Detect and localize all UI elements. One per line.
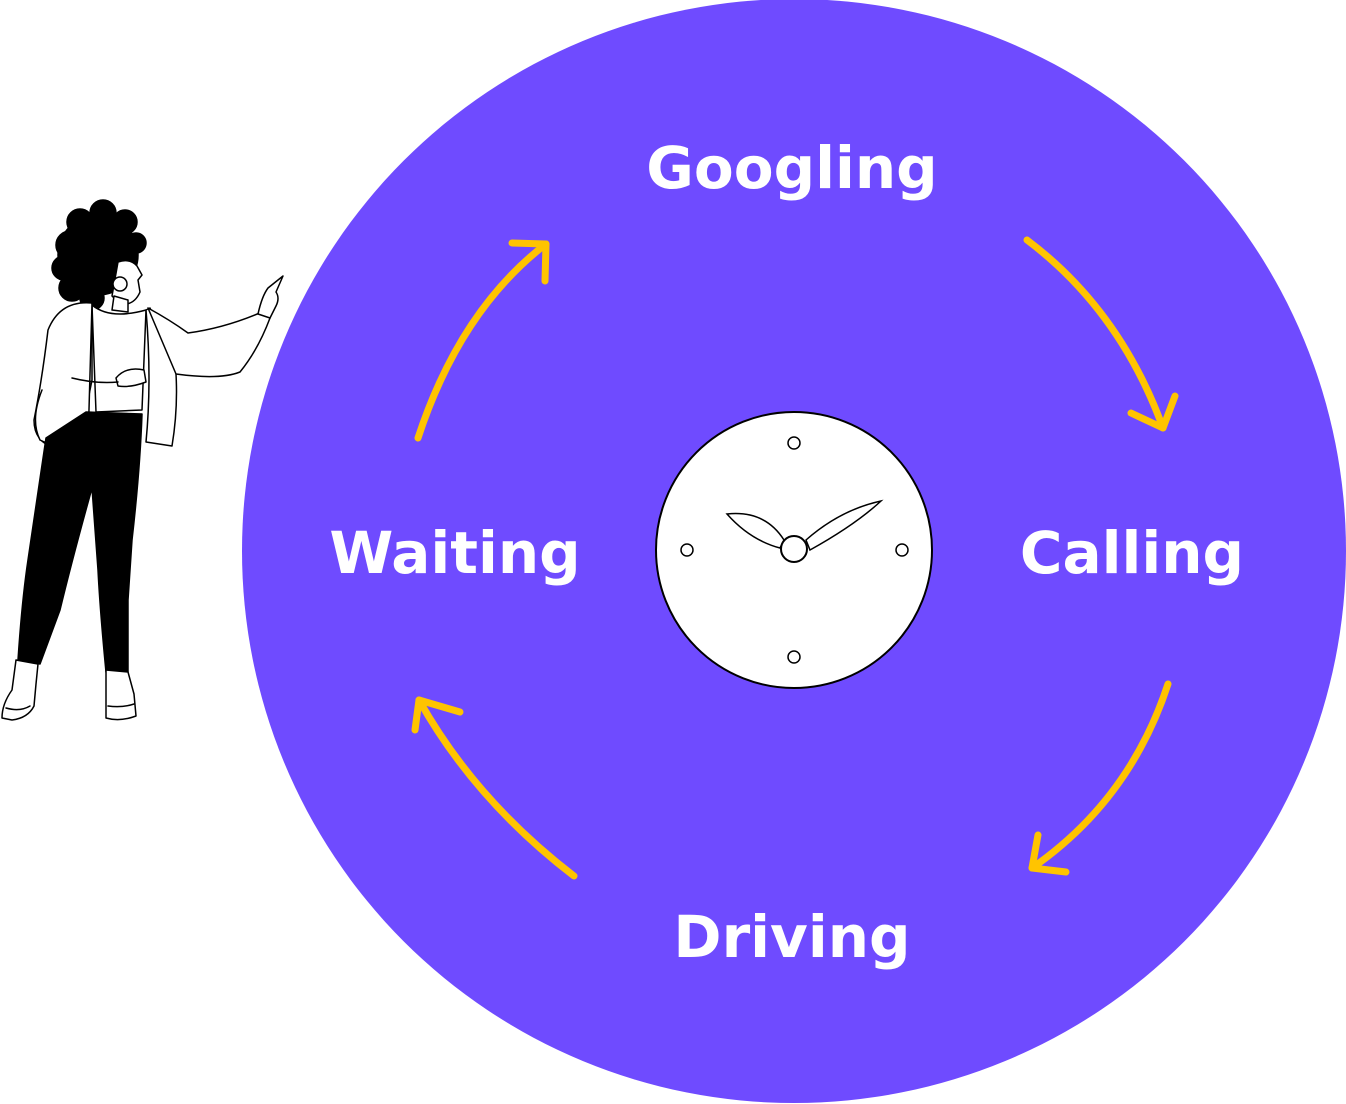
person-shoe-right	[106, 670, 136, 720]
person-hand	[258, 276, 283, 318]
cycle-step-calling: Calling	[1020, 524, 1244, 582]
clock-icon	[656, 412, 932, 688]
clock-tick-9	[681, 544, 693, 556]
cycle-step-waiting: Waiting	[329, 524, 580, 582]
person-shoe-left	[2, 660, 38, 720]
clock-tick-12	[788, 437, 800, 449]
cycle-step-googling: Googling	[646, 139, 937, 197]
person-legs	[18, 412, 142, 672]
clock-tick-6	[788, 651, 800, 663]
person-earring	[113, 277, 127, 291]
clock-center-pin	[781, 536, 807, 562]
person-shirt	[92, 305, 146, 412]
person-pointing-illustration	[2, 200, 283, 720]
cycle-step-driving: Driving	[673, 908, 910, 966]
clock-tick-3	[896, 544, 908, 556]
